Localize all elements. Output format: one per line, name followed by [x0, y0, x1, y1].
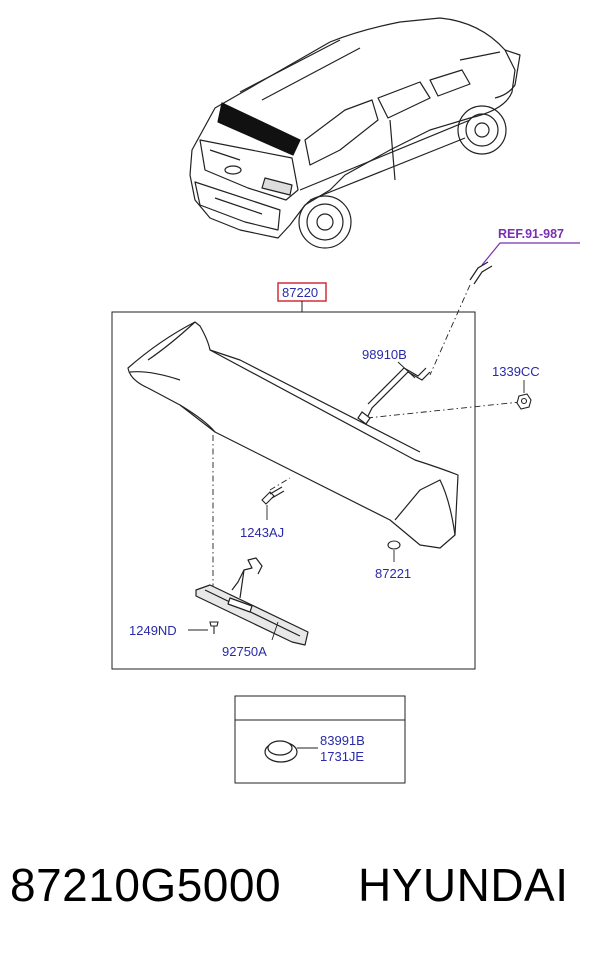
- stop-lamp-label: 92750A: [222, 644, 267, 659]
- washer-nozzle-label: 98910B: [362, 347, 407, 362]
- nut: [516, 380, 532, 410]
- ref-pointer: [481, 242, 580, 266]
- part-number: 87210G5000: [10, 859, 282, 911]
- nut-label: 1339CC: [492, 364, 540, 379]
- plug-frame: [234, 695, 406, 784]
- washer-hose: [469, 261, 493, 285]
- screw-a: [261, 486, 285, 520]
- main-part-label: 87220: [282, 285, 318, 300]
- screw-b-label: 1249ND: [129, 623, 177, 638]
- washer-nozzle: [357, 361, 431, 425]
- car-illustration: [189, 17, 521, 249]
- plug-label-1: 83991B: [320, 733, 365, 748]
- plug-label-2: 1731JE: [320, 749, 364, 764]
- plug: [264, 740, 318, 763]
- cap: [387, 540, 401, 562]
- cap-label: 87221: [375, 566, 411, 581]
- stop-lamp: [195, 557, 309, 646]
- ref-label: REF.91-987: [498, 227, 564, 241]
- rear-window: [217, 102, 301, 156]
- rear-spoiler: [127, 321, 459, 549]
- screw-b: [188, 621, 219, 634]
- screw-a-label: 1243AJ: [240, 525, 284, 540]
- brand-name: HYUNDAI: [358, 859, 569, 911]
- parts-frame: [111, 311, 476, 670]
- assembly-lines: [212, 284, 521, 590]
